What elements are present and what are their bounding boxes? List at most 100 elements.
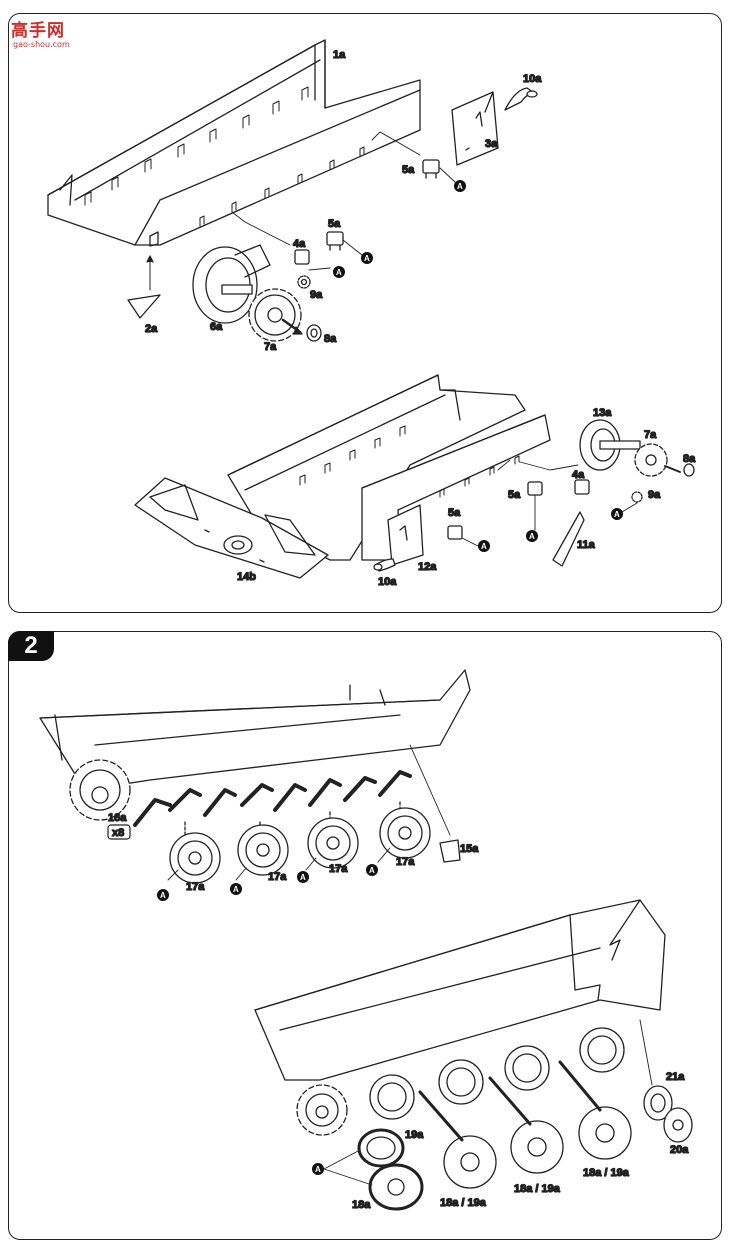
label-3a: 3a [485,138,498,150]
hull-plate-14b [134,477,329,579]
hull-side-12a [361,414,551,561]
bracket-5a-lower [326,231,344,251]
hull-side-1a-tabs [84,86,365,227]
leader-lines-p2b [323,1149,373,1186]
svg-text:A: A [369,866,375,875]
bracket-5a-mid [527,481,543,496]
label-5a-b2: 5a [448,507,461,519]
qty-box [107,824,131,840]
idler-p2b [296,1084,348,1136]
svg-text:A: A [233,885,239,894]
label-1a: 1a [333,49,346,61]
label-11a: 11a [577,539,596,551]
marker-a-3: A [333,266,345,278]
step-number-badge: 2 [8,631,54,661]
part-10a [504,87,538,111]
label-8a: 8a [324,333,337,345]
part-3a [451,91,499,166]
final-drive-6a [192,244,271,324]
part-9a [297,275,311,289]
label-7a: 7a [264,341,277,353]
leader-lines-p1a [231,131,456,271]
label-4a-b: 4a [572,469,585,481]
hull-side-14b-tabs [299,425,520,498]
label-20a: 20a [670,1144,689,1156]
svg-text:A: A [364,254,370,263]
label-10a-b: 10a [378,576,397,588]
bracket-5a-upper [422,159,440,179]
label-17a-3: 17a [329,863,348,875]
watermark-glyph: 高手网 [11,21,65,41]
part-9a-lower [631,491,643,503]
label-12a: 12a [418,561,437,573]
svg-text:A: A [336,268,342,277]
label-16a: 16a [108,812,127,824]
marker-a-10: A [366,864,378,876]
part-2a [127,255,161,319]
marker-a-2: A [361,252,373,264]
bracket-4a [294,249,310,265]
roadwheels-17a [169,807,431,884]
label-4a: 4a [293,238,306,250]
part-8a [306,324,322,342]
part-12a [387,504,424,566]
label-17a-4: 17a [396,856,415,868]
bracket-5a-low [447,525,463,540]
leader-lines-p2a [167,847,391,881]
marker-a-1: A [454,180,466,192]
label-5a-2: 5a [328,218,341,230]
label-5a-1: 5a [402,164,415,176]
roadwheels-lower-p2b [357,1060,632,1211]
label-9a: 9a [310,289,323,301]
svg-text:A: A [614,510,620,519]
part-15a [409,744,461,863]
svg-text:A: A [457,182,463,191]
part-8a-lower [683,463,695,477]
label-8a-b: 8a [683,453,696,465]
marker-a-9: A [297,871,309,883]
label-17a-1: 17a [186,881,205,893]
label-18a-19a-3: 18a / 19a [583,1167,630,1179]
hull-side-p2b [254,899,666,1081]
label-10a: 10a [523,73,542,85]
label-5a-b1: 5a [508,489,521,501]
leader-lines-p1b [461,459,638,547]
label-18a-19a-1: 18a / 19a [440,1197,487,1209]
label-18a-19a-2: 18a / 19a [514,1183,561,1195]
part-10a-lower [373,558,396,572]
label-13a: 13a [593,407,612,419]
marker-a-7: A [157,889,169,901]
svg-text:A: A [300,873,306,882]
hull-side-1a [47,39,421,247]
labels-panel-1b: 13a 7a 8a 4a 5a 9a 5a 11a 12a 10a 14b [236,406,696,588]
watermark-logo: 高手网 gao-shou.com [11,16,79,54]
marker-a-set: A A A A A A A A A A A [157,180,623,1175]
bracket-4a-lower [574,479,590,495]
sprocket-7a-lower [634,443,681,477]
sprocket-7a [248,288,303,342]
idler-16a [69,759,131,821]
labels-panel-1a: 1a 10a 3a 5a 5a 4a 9a 6a 7a 8a 2a [144,48,543,353]
label-18a: 18a [352,1199,371,1211]
label-6a: 6a [210,321,223,333]
marker-a-11: A [312,1163,324,1175]
svg-text:A: A [529,532,535,541]
marker-a-6: A [611,508,623,520]
label-15a: 15a [460,843,479,855]
watermark-site: gao-shou.com [13,40,70,49]
final-drive-13a [579,419,641,471]
part-21a-20a [639,1019,693,1143]
labels-panel-2b: 21a 20a 19a 18a 18a / 19a 18a / 19a 18a … [351,1070,690,1211]
label-qty: x8 [112,827,124,839]
label-9a-b: 9a [648,489,661,501]
label-17a-2: 17a [268,871,287,883]
svg-text:A: A [315,1165,321,1174]
part-11a [552,511,585,567]
svg-text:A: A [160,891,166,900]
roadwheels-upper-p2b [369,1027,625,1120]
label-14b: 14b [237,571,256,583]
label-2a: 2a [145,323,158,335]
marker-a-5: A [526,530,538,542]
svg-text:A: A [481,542,487,551]
